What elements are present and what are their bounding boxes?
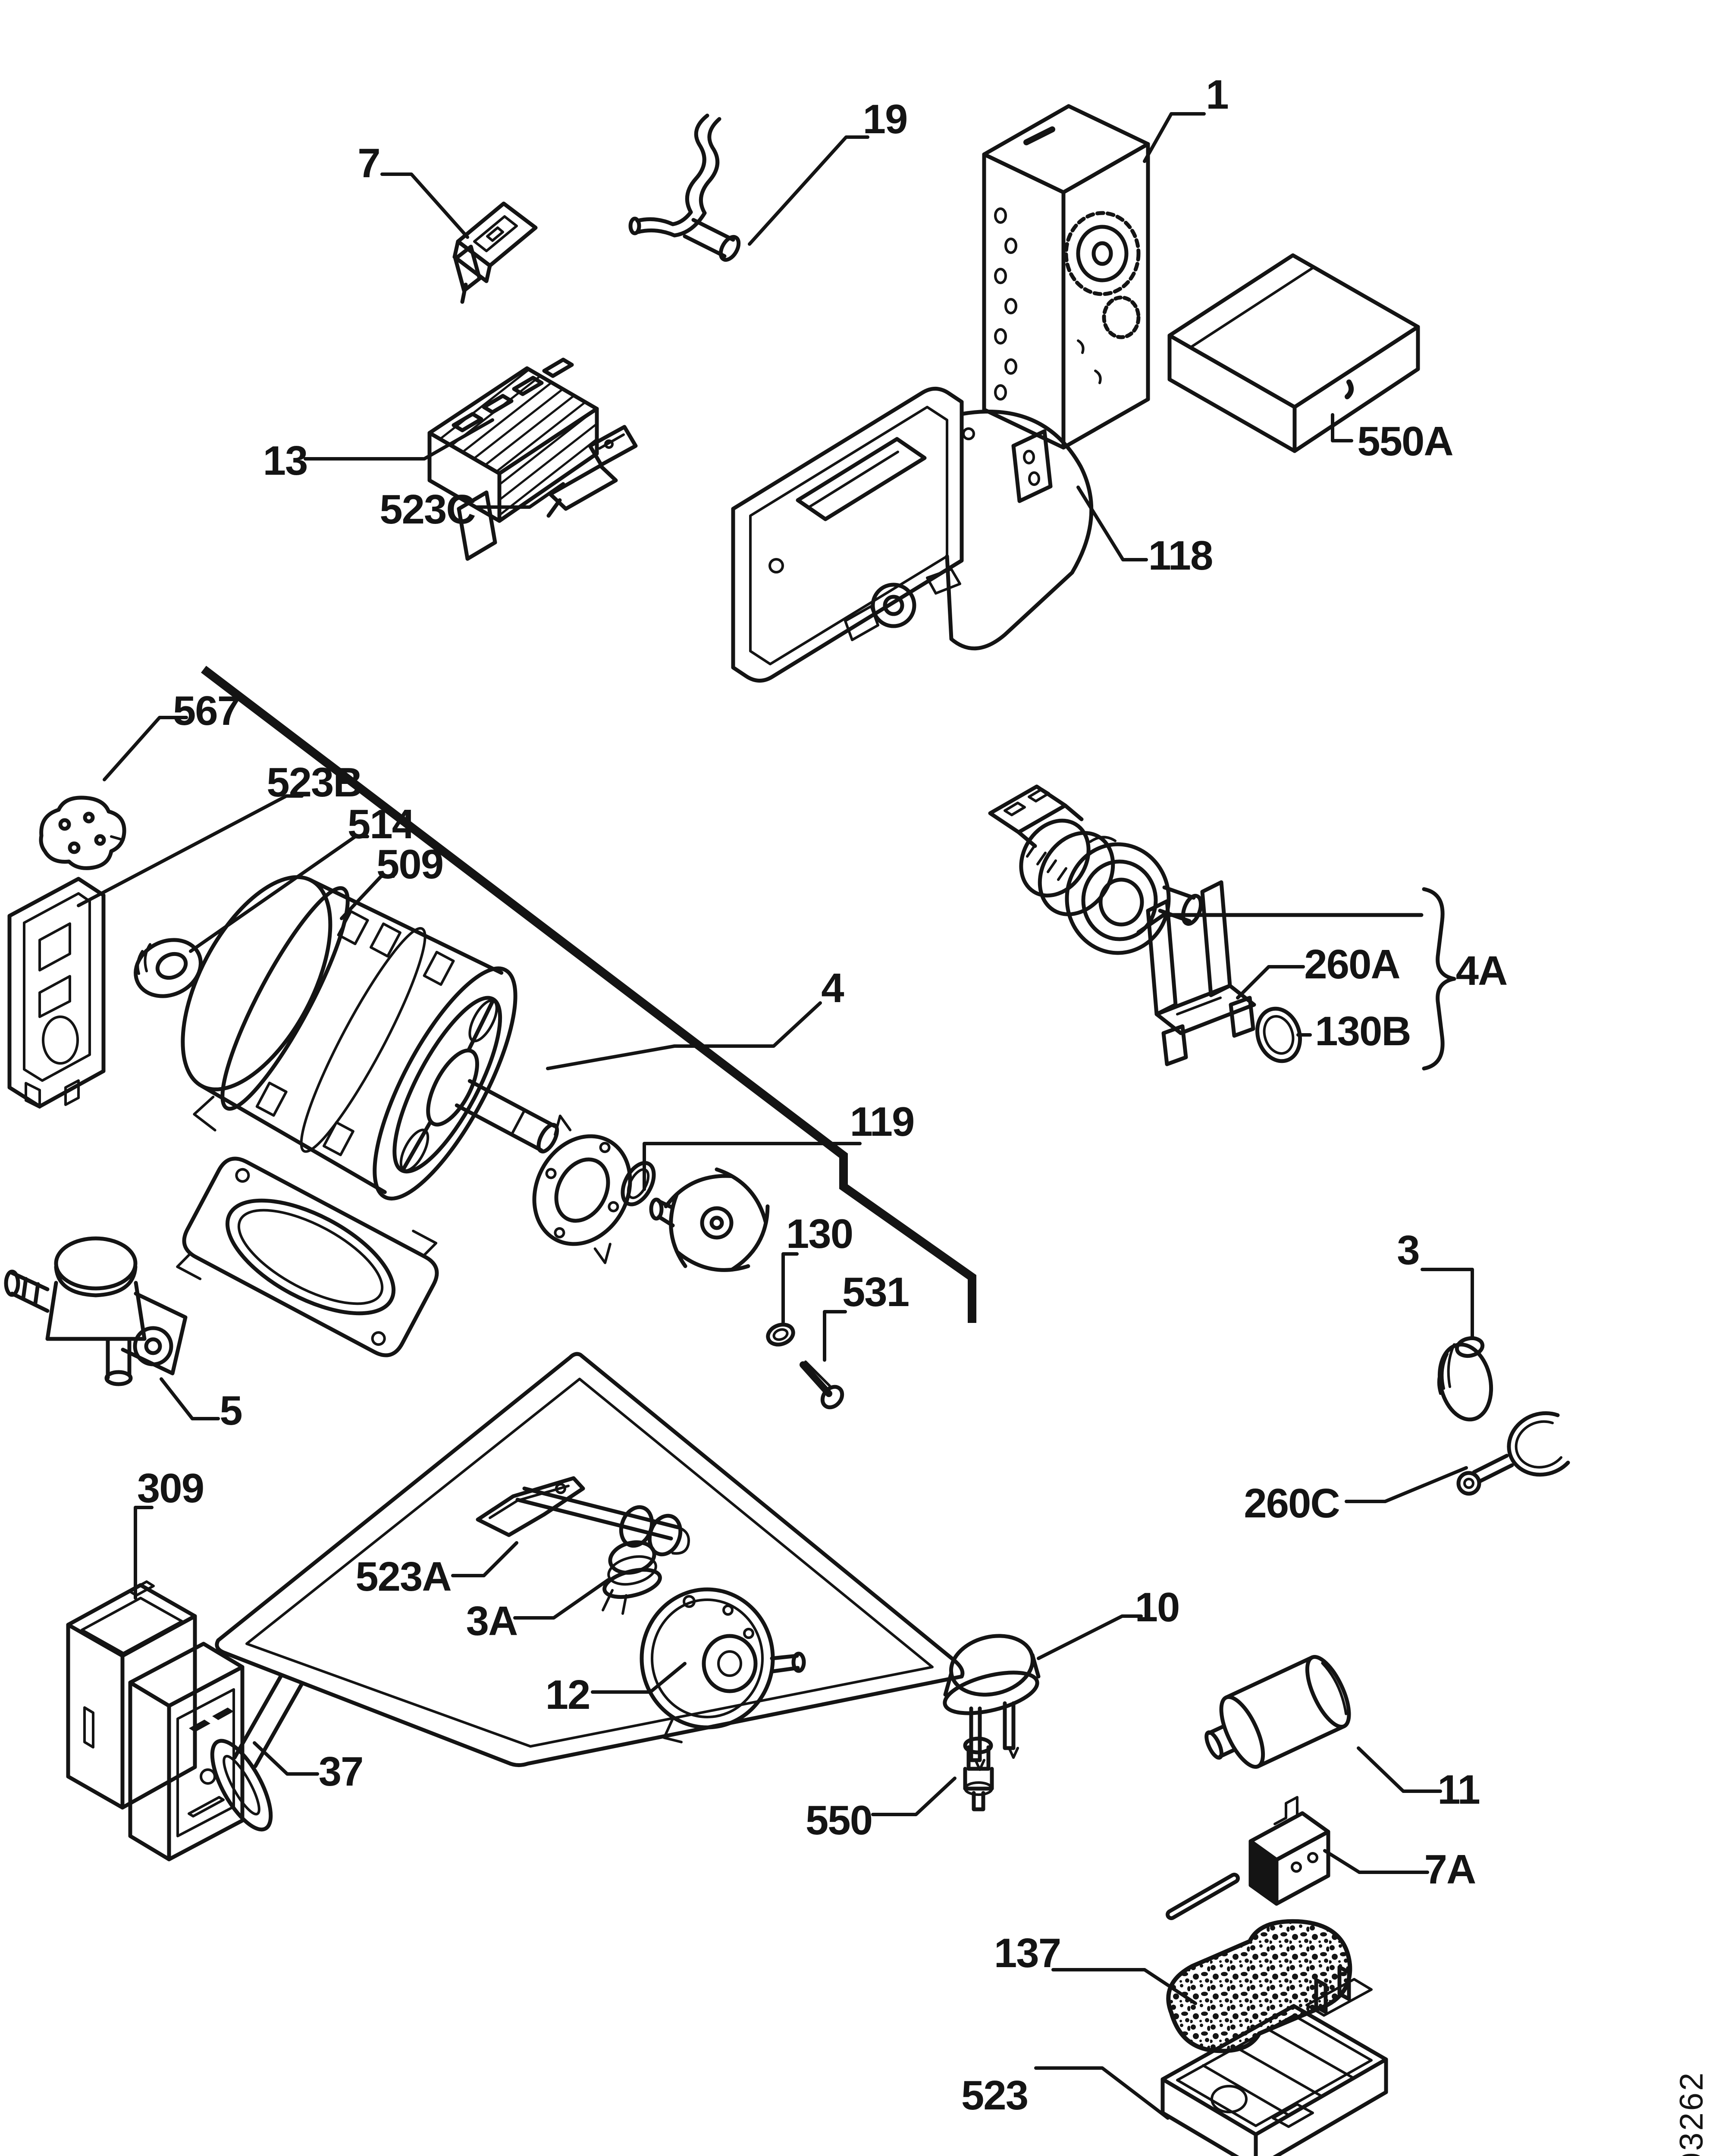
part-130B-o-ring-drawing: [1255, 1006, 1302, 1063]
part-label-514: 514: [348, 801, 415, 847]
part-260C-clip-drawing: [1456, 1411, 1570, 1496]
part-label-7A: 7A: [1424, 1846, 1476, 1893]
leader-37: [253, 1741, 319, 1776]
leader-137: [1051, 1968, 1197, 2005]
leader-5: [160, 1377, 220, 1420]
leader-550: [871, 1777, 957, 1816]
part-531-screw-drawing: [800, 1360, 844, 1410]
part-impeller-drawing: [649, 1167, 770, 1272]
leader-7: [380, 172, 469, 239]
part-label-19: 19: [863, 96, 907, 142]
part-label-11: 11: [1437, 1767, 1479, 1813]
part-label-550A: 550A: [1357, 418, 1453, 464]
part-550A-box-drawing: [1167, 253, 1420, 453]
part-523-base-drawing: [1160, 1965, 1388, 2156]
part-slider-plate-drawing: [7, 877, 106, 1109]
part-550-plug-drawing: [963, 1736, 994, 1811]
part-label-4A: 4A: [1456, 948, 1507, 994]
leader-10: [1037, 1614, 1143, 1660]
part-label-567: 567: [173, 688, 239, 734]
part-523C-fuse-drawing: [546, 425, 638, 518]
part-label-509: 509: [376, 841, 443, 887]
leader-4: [546, 1001, 822, 1070]
part-label-118: 118: [1148, 533, 1213, 579]
part-label-531: 531: [842, 1269, 909, 1315]
part-label-13: 13: [263, 438, 307, 484]
leader-119: [643, 1142, 862, 1191]
part-label-309: 309: [137, 1465, 204, 1511]
part-gasket-plate-drawing: [176, 1156, 439, 1357]
leader-130: [781, 1252, 799, 1324]
part-567-plate-drawing: [39, 796, 126, 870]
part-119-seal-housing-drawing: [532, 1114, 632, 1264]
part-label-3: 3: [1397, 1227, 1419, 1273]
leader-531: [823, 1310, 847, 1362]
part-10-heating-element-drawing: [210, 1352, 965, 1832]
part-514-grommet-drawing: [134, 938, 203, 998]
part-7-switch-drawing: [452, 201, 538, 304]
part-label-119: 119: [850, 1099, 914, 1145]
leader-11: [1357, 1746, 1442, 1793]
part-5-valve-drawing: [4, 1236, 188, 1386]
leader-309: [134, 1506, 154, 1600]
part-13-terminal-block-drawing: [427, 357, 599, 561]
leader-19: [748, 135, 869, 246]
part-10-terminal-drawing: [943, 1634, 1041, 1771]
leader-3A: [513, 1578, 610, 1620]
leader-509: [340, 874, 395, 920]
part-130-seal-drawing: [766, 1322, 795, 1347]
part-label-523: 523: [961, 2072, 1028, 2118]
leader-523A: [451, 1541, 518, 1577]
part-7A-microswitch-drawing: [1166, 1796, 1330, 1920]
part-label-260C: 260C: [1244, 1480, 1339, 1526]
part-37-suppressor-drawing: [128, 1642, 245, 1861]
part-label-10: 10: [1135, 1584, 1179, 1630]
document-code-vertical: 91103262: [1673, 2071, 1710, 2156]
leader-13: [304, 418, 494, 461]
part-12-pressure-switch-drawing: [640, 1587, 806, 1743]
part-label-1: 1: [1206, 72, 1228, 118]
part-3A-thermostat-drawing: [602, 1540, 662, 1615]
part-11-capacitor-drawing: [1204, 1655, 1351, 1769]
part-label-5: 5: [220, 1388, 242, 1434]
part-label-523B: 523B: [267, 759, 362, 805]
leader-7A: [1323, 1849, 1429, 1874]
leader-550A: [1331, 413, 1353, 442]
part-label-137: 137: [994, 1930, 1060, 1976]
leader-523C: [475, 482, 565, 509]
part-label-4: 4: [821, 965, 844, 1011]
part-4-motor-drawing: [181, 875, 559, 1201]
group-4A-brace: [1136, 887, 1456, 1071]
part-label-7: 7: [358, 140, 380, 186]
part-309-cover-drawing: [66, 1580, 197, 1810]
part-label-37: 37: [319, 1749, 363, 1795]
leader-514: [189, 835, 369, 953]
part-19-wire-drawing: [628, 113, 741, 262]
part-label-523A: 523A: [355, 1554, 451, 1600]
part-4A-drain-pump-drawing: [988, 784, 1203, 955]
leader-12: [591, 1662, 687, 1694]
part-label-12: 12: [546, 1672, 590, 1718]
part-260A-fork-drawing: [1146, 880, 1256, 1066]
leader-lines: [77, 112, 1474, 2120]
part-1-timer-drawing: [982, 104, 1150, 503]
leader-260C: [1345, 1466, 1468, 1503]
part-3-grommet-drawing: [1437, 1336, 1493, 1422]
leader-567: [103, 716, 188, 781]
leader-3: [1421, 1268, 1474, 1340]
thick-leader-line: [201, 665, 976, 1323]
leader-523: [1034, 2066, 1170, 2120]
part-label-550: 550: [806, 1797, 872, 1843]
part-label-130B: 130B: [1315, 1008, 1411, 1054]
part-label-260A: 260A: [1304, 941, 1400, 987]
part-label-523C: 523C: [380, 486, 475, 533]
part-label-3A: 3A: [466, 1598, 518, 1644]
leader-523B: [77, 794, 304, 907]
leader-260A: [1236, 965, 1305, 1000]
part-label-130: 130: [786, 1211, 853, 1257]
leader-1: [1143, 112, 1206, 163]
leader-118: [1076, 486, 1148, 561]
part-523A-bracket-drawing: [476, 1476, 690, 1557]
